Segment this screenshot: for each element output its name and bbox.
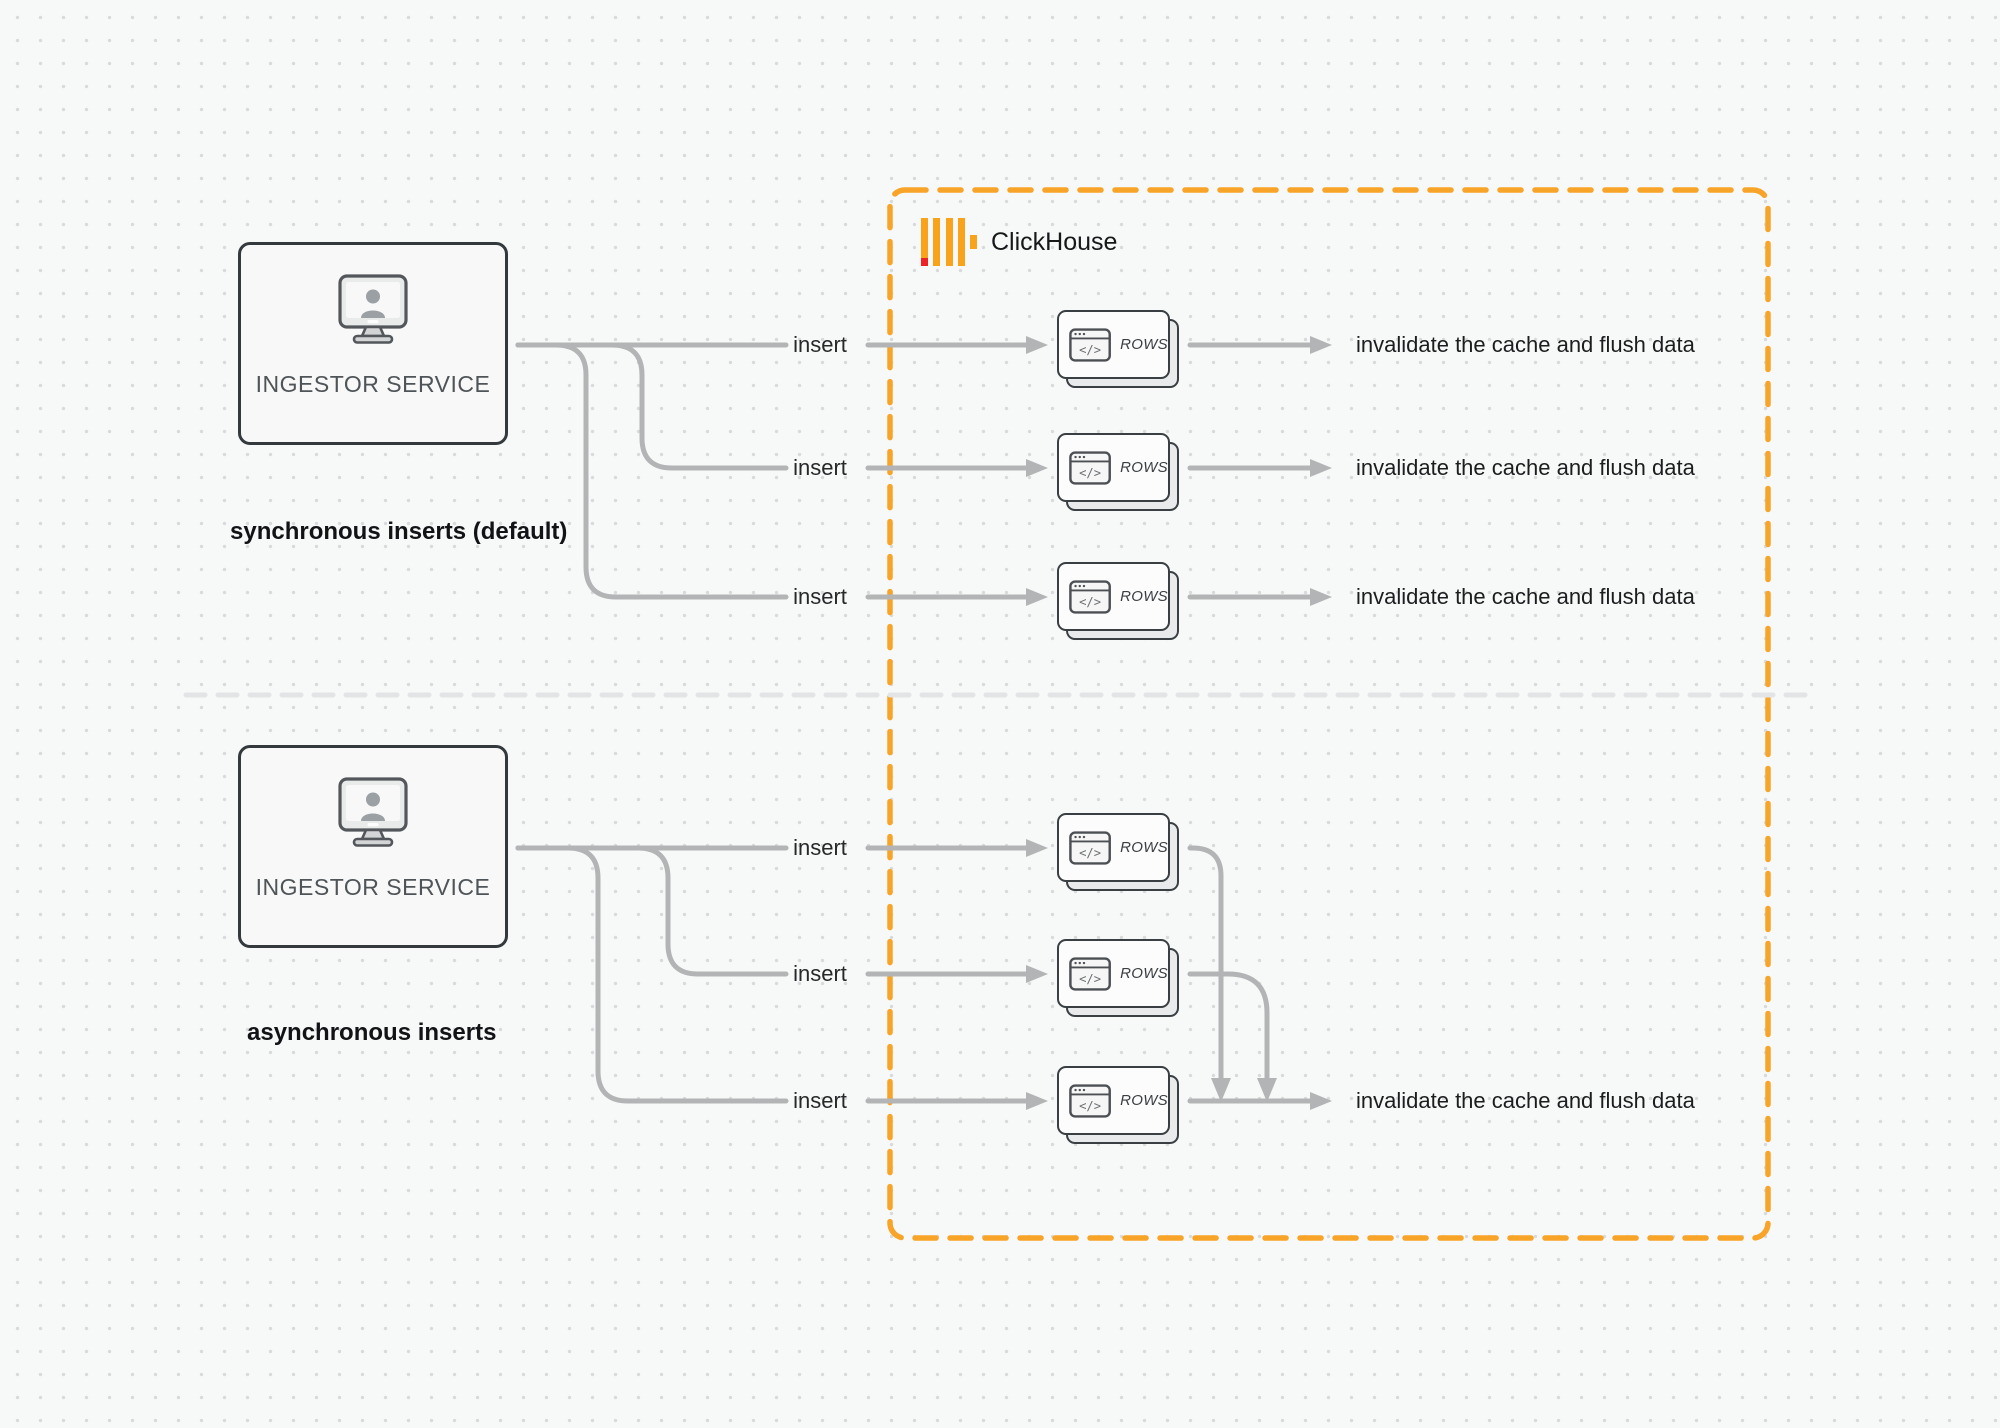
async-arrowheads <box>1026 839 1332 1110</box>
code-glyph: </> <box>1079 465 1101 479</box>
rows-card: </> ROWS <box>1057 939 1179 1017</box>
rows-card: </> ROWS <box>1057 562 1179 640</box>
monitor-user-icon <box>338 777 408 847</box>
rows-label: ROWS <box>1120 588 1168 605</box>
branch-line <box>515 845 789 977</box>
arrowhead <box>1026 459 1048 477</box>
result-label: invalidate the cache and flush data <box>1356 584 1695 609</box>
merge-line <box>1187 971 1270 1081</box>
logo-bar <box>958 218 965 266</box>
rows-label: ROWS <box>1120 459 1168 476</box>
insert-label: insert <box>793 1088 847 1113</box>
logo-bar <box>933 218 940 266</box>
rows-label: ROWS <box>1120 965 1168 982</box>
branch-line <box>515 845 789 1104</box>
sync-arrowheads <box>1026 336 1332 606</box>
monitor-user-icon <box>338 274 408 344</box>
rows-label: ROWS <box>1120 839 1168 856</box>
insert-label: insert <box>793 455 847 480</box>
arrowhead <box>1026 1092 1048 1110</box>
rows-card: </> ROWS <box>1057 1066 1179 1144</box>
ingestor-service-label: INGESTOR SERVICE <box>255 371 491 397</box>
sync-caption: synchronous inserts (default) <box>230 518 568 545</box>
arrowhead <box>1310 588 1332 606</box>
async-connectors <box>515 845 1313 1104</box>
merge-line <box>1187 845 1224 1081</box>
ingestor-service-label: INGESTOR SERVICE <box>255 874 491 900</box>
arrowhead <box>1310 336 1332 354</box>
rows-label: ROWS <box>1120 336 1168 353</box>
result-label: invalidate the cache and flush data <box>1356 1088 1695 1113</box>
clickhouse-label: ClickHouse <box>991 228 1118 256</box>
clickhouse-logo-icon <box>921 218 979 266</box>
code-glyph: </> <box>1079 594 1101 608</box>
insert-label: insert <box>793 332 847 357</box>
sync-connectors <box>515 342 1313 600</box>
code-glyph: </> <box>1079 1098 1101 1112</box>
result-label: invalidate the cache and flush data <box>1356 332 1695 357</box>
code-window-icon: </> <box>1069 327 1111 362</box>
arrowhead-down <box>1257 1078 1277 1102</box>
clickhouse-boundary <box>887 187 1771 1241</box>
logo-short-bar <box>970 235 977 249</box>
insert-label: insert <box>793 961 847 986</box>
code-window-icon: </> <box>1069 450 1111 485</box>
code-window-icon: </> <box>1069 830 1111 865</box>
branch-line <box>515 342 789 471</box>
arrowhead <box>1026 336 1048 354</box>
code-window-icon: </> <box>1069 956 1111 991</box>
arrowhead-down <box>1211 1078 1231 1102</box>
code-window-icon: </> <box>1069 579 1111 614</box>
async-caption: asynchronous inserts <box>247 1019 497 1046</box>
arrowhead <box>1310 459 1332 477</box>
code-glyph: </> <box>1079 971 1101 985</box>
rows-card: </> ROWS <box>1057 813 1179 891</box>
logo-bar <box>921 218 928 266</box>
insert-label: insert <box>793 835 847 860</box>
logo-bar <box>946 218 953 266</box>
logo-red-accent <box>921 258 928 266</box>
arrowhead <box>1026 965 1048 983</box>
arrowhead <box>1026 588 1048 606</box>
arrowhead <box>1310 1092 1332 1110</box>
result-label: invalidate the cache and flush data <box>1356 455 1695 480</box>
code-glyph: </> <box>1079 342 1101 356</box>
arrowhead <box>1026 839 1048 857</box>
code-window-icon: </> <box>1069 1083 1111 1118</box>
rows-label: ROWS <box>1120 1092 1168 1109</box>
ingestor-service-box-sync: INGESTOR SERVICE <box>238 242 508 445</box>
code-glyph: </> <box>1079 845 1101 859</box>
branch-line <box>515 342 789 600</box>
insert-label: insert <box>793 584 847 609</box>
rows-card: </> ROWS <box>1057 433 1179 511</box>
rows-card: </> ROWS <box>1057 310 1179 388</box>
ingestor-service-box-async: INGESTOR SERVICE <box>238 745 508 948</box>
